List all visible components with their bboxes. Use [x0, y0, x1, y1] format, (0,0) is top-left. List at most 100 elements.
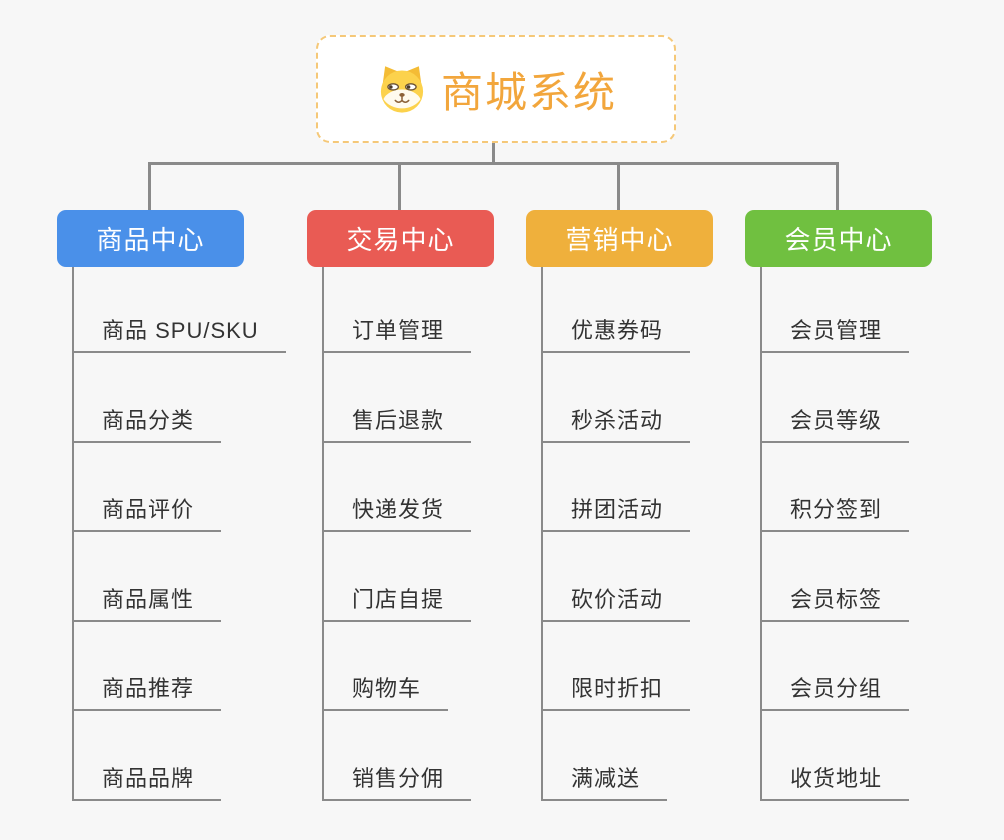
topic-label: 商品品牌 — [102, 765, 195, 791]
topic-row: 会员等级 — [760, 353, 955, 443]
branch-label: 商品中心 — [96, 225, 205, 255]
topic-row: 门店自提 — [322, 532, 517, 622]
topic-row: 售后退款 — [322, 353, 517, 443]
topic-row: 购物车 — [322, 622, 517, 711]
topic-label: 积分签到 — [790, 497, 883, 522]
topic-row: 商品推荐 — [72, 622, 267, 711]
topic-label: 商品推荐 — [102, 676, 195, 701]
connector-branch-drop — [617, 165, 620, 210]
branch-items: 订单管理 售后退款 快递发货 门店自提 购物车 销 — [322, 267, 517, 801]
topic-item[interactable]: 会员标签 — [760, 582, 910, 622]
connector-branch-drop — [836, 165, 839, 210]
branch-column: 商品中心 商品 SPU/SKU 商品分类 商品评价 商品属性 — [57, 210, 286, 801]
branch-label: 交易中心 — [346, 225, 455, 255]
branch-header[interactable]: 商品中心 — [57, 210, 244, 267]
topic-label: 销售分佣 — [352, 765, 445, 791]
topic-row: 限时折扣 — [541, 622, 736, 711]
topic-row: 商品分类 — [72, 353, 267, 443]
topic-label: 会员标签 — [790, 586, 883, 612]
topic-row: 销售分佣 — [322, 711, 517, 801]
topic-label: 会员分组 — [790, 676, 883, 701]
topic-label: 优惠券码 — [571, 318, 664, 343]
topic-label: 会员管理 — [790, 318, 883, 343]
topic-item[interactable]: 商品分类 — [72, 403, 222, 443]
connector-rail — [148, 162, 839, 165]
topic-item[interactable]: 商品 SPU/SKU — [72, 313, 286, 353]
topic-label: 快递发货 — [352, 497, 445, 522]
topic-item[interactable]: 满减送 — [541, 761, 668, 801]
topic-item[interactable]: 拼团活动 — [541, 492, 691, 532]
topic-item[interactable]: 限时折扣 — [541, 671, 691, 711]
topic-row: 收货地址 — [760, 711, 955, 801]
topic-row: 会员标签 — [760, 532, 955, 622]
topic-item[interactable]: 售后退款 — [322, 403, 472, 443]
topic-label: 商品分类 — [102, 407, 195, 433]
topic-row: 商品 SPU/SKU — [72, 267, 286, 353]
branch-header[interactable]: 会员中心 — [745, 210, 932, 267]
topic-item[interactable]: 门店自提 — [322, 582, 472, 622]
topic-row: 商品属性 — [72, 532, 267, 622]
topic-item[interactable]: 会员分组 — [760, 671, 910, 711]
topic-label: 满减送 — [571, 765, 641, 791]
topic-row: 订单管理 — [322, 267, 517, 353]
topic-row: 会员管理 — [760, 267, 955, 353]
connector-trunk — [760, 267, 762, 800]
topic-item[interactable]: 积分签到 — [760, 492, 910, 532]
branch-items: 商品 SPU/SKU 商品分类 商品评价 商品属性 商品推荐 — [72, 267, 286, 801]
topic-item[interactable]: 快递发货 — [322, 492, 472, 532]
connector-root-drop — [492, 143, 495, 165]
topic-row: 快递发货 — [322, 443, 517, 532]
branch-column: 交易中心 订单管理 售后退款 快递发货 门店自提 — [307, 210, 517, 801]
branch-items: 会员管理 会员等级 积分签到 会员标签 会员分组 — [760, 267, 955, 801]
topic-row: 秒杀活动 — [541, 353, 736, 443]
branch-label: 营销中心 — [565, 225, 674, 255]
topic-label: 商品评价 — [102, 497, 195, 522]
topic-item[interactable]: 砍价活动 — [541, 582, 691, 622]
topic-item[interactable]: 销售分佣 — [322, 761, 472, 801]
topic-label: 限时折扣 — [571, 676, 664, 701]
topic-item[interactable]: 商品评价 — [72, 492, 222, 532]
topic-label: 门店自提 — [352, 586, 445, 612]
topic-item[interactable]: 优惠券码 — [541, 313, 691, 353]
connector-trunk — [72, 267, 74, 800]
topic-row: 满减送 — [541, 711, 736, 801]
connector-trunk — [322, 267, 324, 800]
topic-item[interactable]: 商品品牌 — [72, 761, 222, 801]
topic-label: 收货地址 — [790, 765, 883, 791]
topic-label: 售后退款 — [352, 407, 445, 433]
topic-label: 订单管理 — [352, 318, 445, 343]
topic-label: 商品 SPU/SKU — [102, 318, 259, 343]
topic-label: 商品属性 — [102, 586, 195, 612]
connector-branch-drop — [148, 165, 151, 210]
topic-row: 商品品牌 — [72, 711, 267, 801]
topic-label: 拼团活动 — [571, 497, 664, 522]
topic-item[interactable]: 商品推荐 — [72, 671, 222, 711]
topic-label: 会员等级 — [790, 407, 883, 433]
branch-items: 优惠券码 秒杀活动 拼团活动 砍价活动 限时折扣 — [541, 267, 736, 801]
topic-item[interactable]: 订单管理 — [322, 313, 472, 353]
dog-icon — [375, 62, 429, 116]
topic-row: 积分签到 — [760, 443, 955, 532]
root-title: 商城系统 — [440, 68, 617, 116]
topic-item[interactable]: 收货地址 — [760, 761, 910, 801]
topic-label: 秒杀活动 — [571, 407, 664, 433]
topic-label: 购物车 — [352, 676, 422, 701]
branch-column: 营销中心 优惠券码 秒杀活动 拼团活动 砍价活动 — [526, 210, 736, 801]
branch-header[interactable]: 营销中心 — [526, 210, 713, 267]
topic-item[interactable]: 商品属性 — [72, 582, 222, 622]
connector-branch-drop — [398, 165, 401, 210]
topic-row: 拼团活动 — [541, 443, 736, 532]
topic-item[interactable]: 会员管理 — [760, 313, 910, 353]
branch-header[interactable]: 交易中心 — [307, 210, 494, 267]
topic-item[interactable]: 会员等级 — [760, 403, 910, 443]
topic-item[interactable]: 购物车 — [322, 671, 449, 711]
branch-label: 会员中心 — [784, 225, 893, 255]
topic-item[interactable]: 秒杀活动 — [541, 403, 691, 443]
topic-label: 砍价活动 — [571, 586, 664, 612]
root-node[interactable]: 商城系统 — [316, 35, 676, 143]
topic-row: 砍价活动 — [541, 532, 736, 622]
topic-row: 会员分组 — [760, 622, 955, 711]
branch-column: 会员中心 会员管理 会员等级 积分签到 会员标签 — [745, 210, 955, 801]
topic-row: 优惠券码 — [541, 267, 736, 353]
